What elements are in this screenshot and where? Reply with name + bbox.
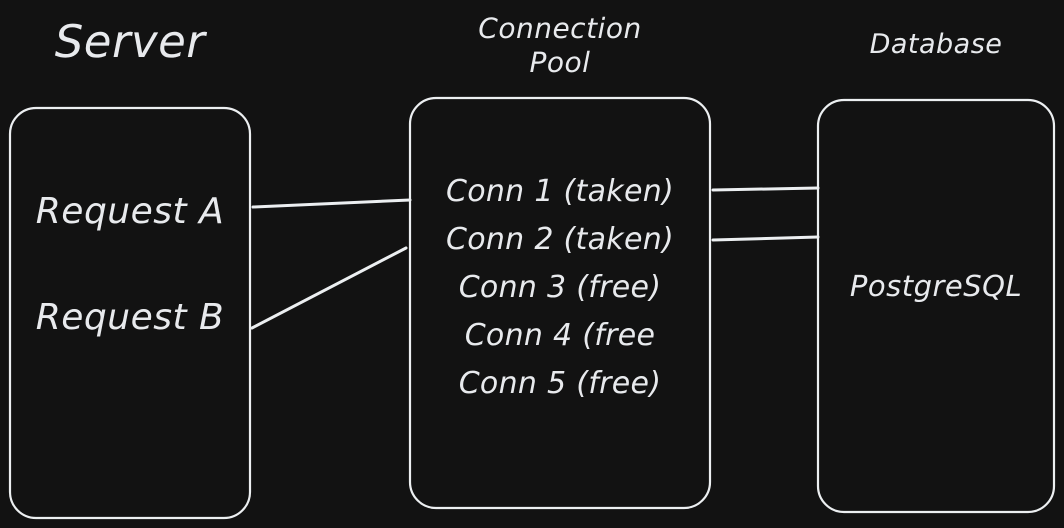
connection-item-1: Conn 1 (taken) <box>445 174 675 209</box>
server-box <box>8 106 252 520</box>
connector-conn1-to-database <box>711 186 820 192</box>
connector-request-b-to-conn2 <box>250 246 408 330</box>
connection-item-2: Conn 2 (taken) <box>445 222 675 257</box>
connection-pool-title-line1: Connection <box>478 12 642 45</box>
connection-item-4: Conn 4 (free <box>464 318 656 353</box>
connector-request-a-to-conn1 <box>251 198 412 209</box>
connection-pool-box <box>408 96 712 510</box>
database-title: Database <box>869 29 1003 60</box>
request-item-b: Request B <box>35 297 225 338</box>
request-list-spacer <box>10 234 250 296</box>
database-engine-label: PostgreSQL <box>849 269 1023 303</box>
connection-list: Conn 1 (taken) Conn 2 (taken) Conn 3 (fr… <box>412 168 708 408</box>
connection-item-5: Conn 5 (free) <box>458 366 662 401</box>
request-item-a: Request A <box>35 191 225 232</box>
connection-pool-title-line2: Pool <box>529 46 591 79</box>
connection-item-3: Conn 3 (free) <box>458 270 662 305</box>
connector-conn2-to-database <box>711 235 820 242</box>
server-request-list: Request A Request B <box>10 190 250 340</box>
database-box <box>816 98 1056 514</box>
server-title: Server <box>54 15 206 68</box>
